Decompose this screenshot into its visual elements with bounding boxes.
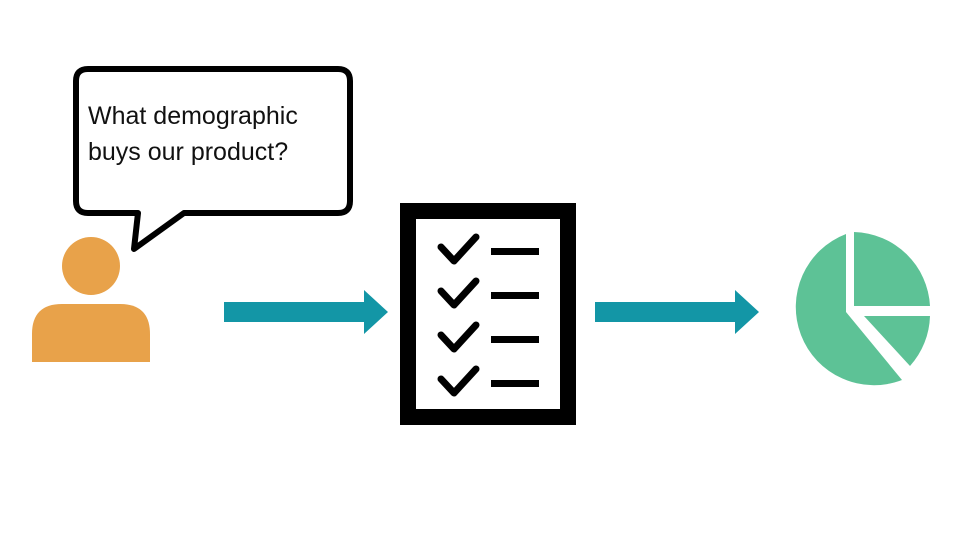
speech-bubble-shape <box>73 66 353 252</box>
speech-bubble <box>72 65 354 253</box>
right-arrow-icon <box>224 290 388 334</box>
speech-line-2: buys our product? <box>88 138 289 166</box>
checklist-icon <box>400 203 576 425</box>
speech-bubble-text: What demographic buys our product? <box>88 98 350 170</box>
speech-line-1: What demographic <box>88 102 298 130</box>
pie-chart-icon <box>768 228 934 394</box>
person-icon <box>30 234 152 364</box>
right-arrow-icon <box>595 290 759 334</box>
